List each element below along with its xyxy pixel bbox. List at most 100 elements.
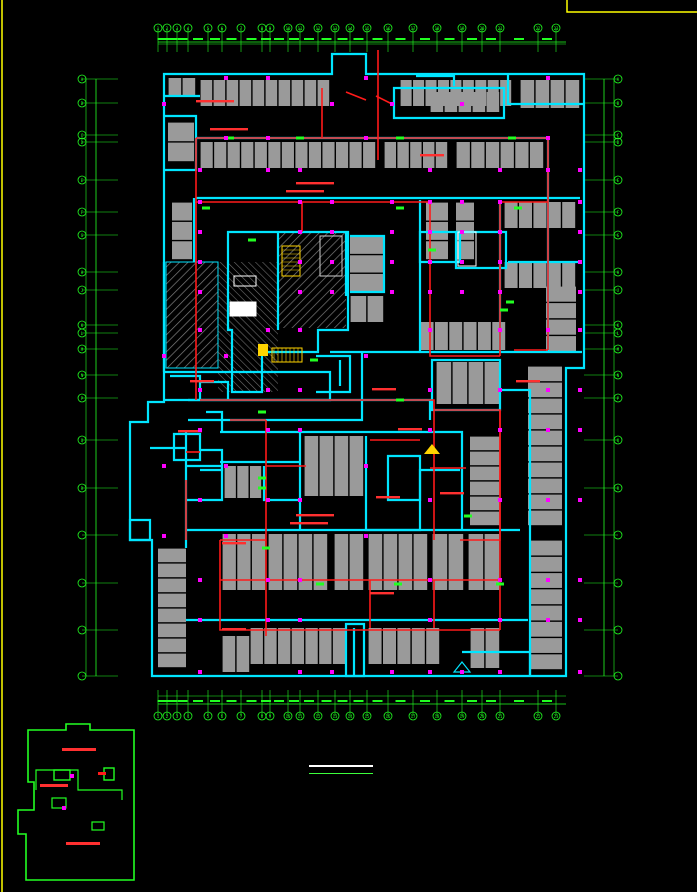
parking-stall xyxy=(298,534,313,590)
column-marker xyxy=(224,464,228,468)
axis-label: 22 xyxy=(536,26,541,31)
column-marker xyxy=(578,578,582,582)
column-marker xyxy=(364,464,368,468)
axis-bubble xyxy=(477,711,487,721)
parking-stall xyxy=(158,638,186,653)
parking-stall xyxy=(350,236,384,254)
pipe-annotation xyxy=(286,190,324,193)
parking-stall xyxy=(239,80,252,106)
axis-label: P xyxy=(81,396,84,401)
column-marker xyxy=(498,618,502,622)
dimension-text xyxy=(157,700,168,702)
parking-stall xyxy=(500,80,512,106)
axis-bubble xyxy=(330,23,340,33)
axis-bubble xyxy=(236,23,246,33)
sprinkler-pipe xyxy=(219,540,500,631)
parking-stall xyxy=(334,466,349,496)
column-marker xyxy=(198,168,202,172)
parking-stall xyxy=(470,481,500,496)
dimension-text xyxy=(514,700,524,702)
valve-icon xyxy=(424,444,440,454)
wall xyxy=(362,398,432,420)
parking-stall xyxy=(456,142,470,168)
axis-bubble xyxy=(383,23,393,33)
axis-bubble xyxy=(203,23,213,33)
parking-block xyxy=(304,466,364,496)
axis-label: 18 xyxy=(435,714,440,719)
axis-label: J xyxy=(617,288,619,293)
parking-stall xyxy=(158,608,186,623)
axis-label: 13 xyxy=(333,714,338,719)
column-marker xyxy=(428,428,432,432)
column-marker xyxy=(162,534,166,538)
column-marker xyxy=(298,328,302,332)
axis-bubble xyxy=(265,711,275,721)
column-marker xyxy=(198,290,202,294)
axis-bubble xyxy=(77,393,87,403)
axis-label: 2 xyxy=(166,26,169,31)
dimension-text xyxy=(486,700,496,702)
parking-stall xyxy=(200,80,213,106)
branch-valve xyxy=(258,476,266,480)
axis-bubble xyxy=(362,23,372,33)
branch-valve xyxy=(500,308,508,312)
dimension-text xyxy=(304,38,314,40)
dimension-text xyxy=(167,700,177,702)
axis-bubble xyxy=(77,370,87,380)
parking-block xyxy=(350,296,384,322)
dimension-text xyxy=(261,38,271,40)
parking-stall xyxy=(304,436,319,466)
dimension-text xyxy=(193,38,203,40)
parking-stall xyxy=(430,92,444,112)
axis-label: 15 xyxy=(365,714,370,719)
axis-bubble xyxy=(408,23,418,33)
parking-stall xyxy=(158,563,186,578)
parking-block xyxy=(468,534,500,590)
pipe-annotation xyxy=(370,592,394,595)
axis-bubble xyxy=(77,98,87,108)
parking-block xyxy=(528,366,562,526)
parking-stall xyxy=(264,628,277,664)
axis-label: Q xyxy=(81,438,84,443)
axis-label: F xyxy=(617,210,620,215)
axis-bubble xyxy=(77,530,87,540)
parking-block xyxy=(530,540,562,670)
axis-label: 17 xyxy=(411,714,416,719)
column-marker xyxy=(498,498,502,502)
axis-label: C xyxy=(81,133,84,138)
axis-label: 23 xyxy=(554,714,559,719)
column-marker xyxy=(578,168,582,172)
drawing-title-underline xyxy=(309,765,373,774)
parking-stall xyxy=(168,142,194,162)
axis-label: M xyxy=(81,347,84,352)
parking-stall xyxy=(468,362,484,404)
column-marker xyxy=(460,200,464,204)
column-marker xyxy=(498,168,502,172)
column-marker xyxy=(390,102,394,106)
pipe-annotation xyxy=(210,128,248,131)
parking-stall xyxy=(368,534,383,590)
column-marker xyxy=(266,328,270,332)
parking-stall xyxy=(384,142,396,168)
axis-label: 11 xyxy=(298,714,303,719)
axis-bubble xyxy=(77,344,87,354)
elevator-shaft xyxy=(457,231,477,267)
parking-block xyxy=(350,236,384,292)
axis-bubble xyxy=(613,98,623,108)
parking-stall xyxy=(304,466,319,496)
parking-stall xyxy=(486,92,500,112)
parking-stall xyxy=(504,262,518,288)
parking-stall xyxy=(562,262,576,288)
axis-label: 16 xyxy=(386,714,391,719)
axis-label: 12 xyxy=(316,714,321,719)
branch-valve xyxy=(202,206,210,210)
parking-block xyxy=(172,202,192,260)
axis-label: G xyxy=(617,233,620,238)
branch-valve xyxy=(394,582,402,586)
parking-block xyxy=(168,122,194,162)
dimension-text xyxy=(542,38,552,40)
branch-valve xyxy=(226,136,234,140)
axis-bubble xyxy=(613,267,623,277)
parking-stall xyxy=(224,466,236,498)
